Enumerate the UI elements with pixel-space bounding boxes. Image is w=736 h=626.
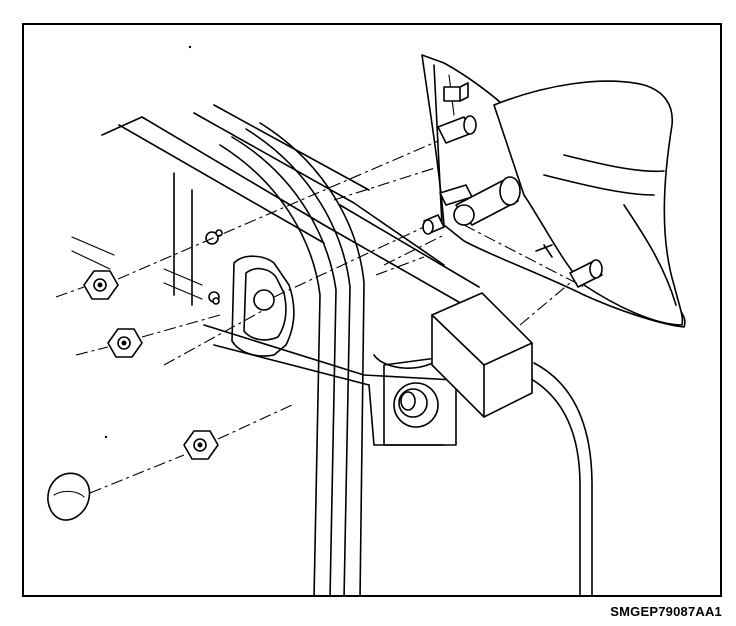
mirror-mounting-plate bbox=[205, 229, 295, 357]
hex-nut-middle bbox=[107, 328, 143, 358]
outside-mirror-housing bbox=[421, 54, 686, 328]
hex-nut-lower bbox=[183, 430, 219, 460]
nut-cover-cap bbox=[47, 472, 91, 521]
figure-code-label: SMGEP79087AA1 bbox=[610, 604, 722, 619]
assembly-centerlines bbox=[55, 140, 585, 494]
frame-grommet bbox=[383, 356, 457, 446]
hex-nut-upper bbox=[83, 270, 119, 300]
mirror-base-pad bbox=[431, 292, 533, 418]
door-frame bbox=[71, 104, 593, 595]
exploded-view-diagram bbox=[47, 45, 686, 595]
figure-frame bbox=[22, 23, 722, 597]
